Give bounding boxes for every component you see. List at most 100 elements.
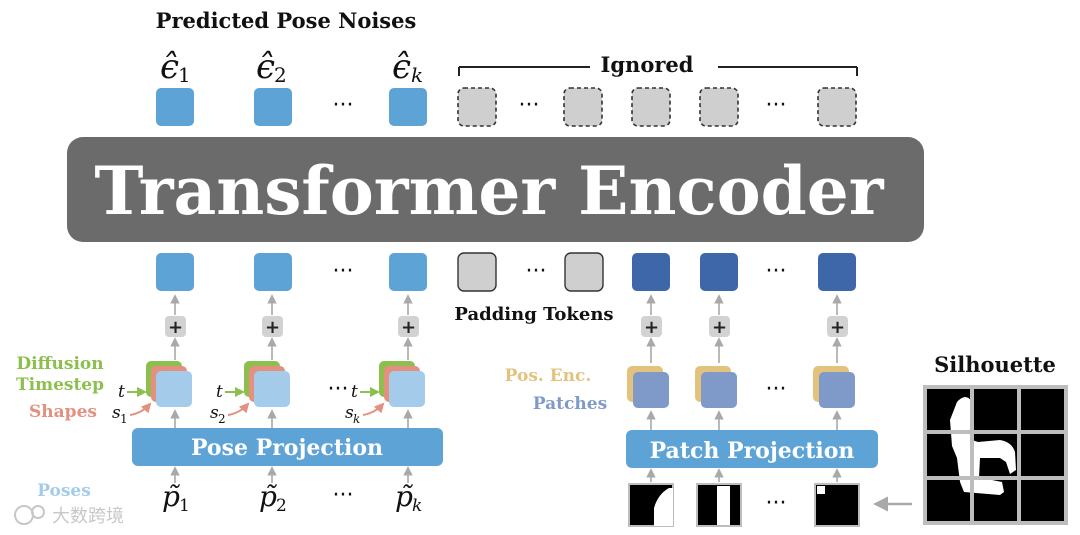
- noise-label-k: ϵ̂ k: [392, 47, 423, 87]
- plus-node-patch-2: +: [709, 316, 730, 338]
- input-pose-token-1: [156, 253, 194, 291]
- legend-diffusion-line2: Timestep: [16, 375, 104, 395]
- pose-input-k: p̃ k: [395, 480, 422, 516]
- silhouette-image: [923, 385, 1068, 525]
- padding-token-1: [457, 252, 497, 292]
- transformer-encoder-label: Transformer Encoder: [94, 152, 884, 230]
- padding-ellipsis: ···: [526, 259, 547, 284]
- plus-node-1: +: [165, 316, 186, 338]
- svg-text:1: 1: [178, 63, 191, 87]
- add-arrows: [170, 294, 842, 363]
- patch-embed-stack-1: [627, 366, 669, 408]
- pose-projection-arrows: [170, 409, 413, 483]
- svg-text:+: +: [401, 317, 416, 338]
- noise-label-2: ϵ̂ 2: [256, 47, 287, 87]
- patch-embed-stack-2: [695, 366, 737, 408]
- legend-shapes: Shapes: [29, 402, 97, 422]
- svg-text:t: t: [351, 382, 358, 402]
- noise-label-1: ϵ̂ 1: [160, 47, 191, 87]
- svg-text:p̃: p̃: [259, 480, 278, 513]
- svg-text:+: +: [265, 317, 280, 338]
- input-ellipsis-2: ···: [766, 259, 787, 284]
- patch-projection-block: [626, 430, 878, 468]
- output-token-1: [156, 88, 194, 126]
- input-pose-token-2: [254, 253, 292, 291]
- output-token-k: [389, 88, 427, 126]
- patch-projection-arrows: [646, 410, 842, 482]
- pose-projection-label: Pose Projection: [191, 435, 383, 461]
- predicted-pose-noises-title: Predicted Pose Noises: [156, 8, 417, 33]
- svg-text:p̃: p̃: [395, 480, 414, 513]
- padding-token-2: [564, 252, 604, 292]
- svg-text:ϵ̂: ϵ̂: [160, 47, 179, 87]
- output-token-2: [254, 88, 292, 126]
- input-ellipsis-1: ···: [333, 259, 354, 284]
- ignored-token-1: [457, 87, 497, 127]
- pose-projection-block: [132, 428, 443, 466]
- embed-ellipsis-1: ···: [328, 377, 349, 402]
- patch-embed-stack-k: [813, 366, 855, 408]
- pose-embed-stack-k: [379, 361, 425, 407]
- svg-text:t: t: [118, 382, 125, 402]
- svg-text:2: 2: [276, 496, 287, 516]
- watermark: 大数跨境: [14, 505, 124, 527]
- svg-text:2: 2: [218, 412, 226, 426]
- svg-text:k: k: [411, 63, 423, 87]
- ignored-token-4: [699, 87, 739, 127]
- plus-node-patch-k: +: [827, 316, 848, 338]
- timestep-input-1: t: [118, 382, 147, 402]
- legend-poses: Poses: [37, 481, 91, 501]
- pose-input-2: p̃ 2: [259, 480, 287, 516]
- timestep-input-k: t: [351, 382, 380, 402]
- plus-node-2: +: [262, 316, 283, 338]
- input-pose-token-k: [389, 253, 427, 291]
- shape-input-k: s k: [345, 402, 385, 426]
- shape-input-1: s 1: [112, 402, 152, 426]
- ignored-bracket: [458, 66, 858, 76]
- svg-text:1: 1: [179, 496, 190, 516]
- svg-text:s: s: [345, 403, 354, 423]
- svg-text:k: k: [353, 412, 360, 426]
- patch-projection-label: Patch Projection: [650, 438, 855, 464]
- ignored-label: Ignored: [601, 52, 694, 77]
- svg-text:+: +: [168, 317, 183, 338]
- legend-pos-enc: Pos. Enc.: [505, 366, 592, 386]
- timestep-input-2: t: [216, 382, 245, 402]
- output-ellipsis-1: ···: [333, 93, 354, 118]
- ignored-token-5: [817, 87, 857, 127]
- input-patch-token-1: [632, 253, 670, 291]
- plus-node-k: +: [398, 316, 419, 338]
- patch-embed-ellipsis: ···: [766, 377, 787, 402]
- silhouette-label: Silhouette: [934, 352, 1056, 377]
- ignored-ellipsis-2: ···: [766, 93, 787, 118]
- pose-input-ellipsis: ···: [333, 483, 354, 508]
- svg-text:+: +: [644, 317, 659, 338]
- svg-text:s: s: [112, 403, 121, 423]
- svg-text:t: t: [216, 382, 223, 402]
- patch-image-2: [696, 483, 742, 527]
- legend-patches: Patches: [533, 394, 607, 414]
- input-patch-token-2: [700, 253, 738, 291]
- ignored-token-2: [563, 87, 603, 127]
- svg-text:ϵ̂: ϵ̂: [392, 47, 411, 87]
- padding-tokens-label: Padding Tokens: [454, 304, 613, 325]
- svg-text:1: 1: [120, 412, 128, 426]
- watermark-logo-icon: [14, 505, 34, 525]
- svg-text:+: +: [712, 317, 727, 338]
- svg-text:ϵ̂: ϵ̂: [256, 47, 275, 87]
- shape-input-2: s 2: [210, 402, 250, 426]
- pose-embed-stack-2: [244, 361, 290, 407]
- pose-embed-stack-1: [146, 361, 192, 407]
- svg-text:s: s: [210, 403, 219, 423]
- legend-diffusion-line1: Diffusion: [16, 354, 103, 374]
- svg-text:+: +: [830, 317, 845, 338]
- transformer-encoder-block: [67, 137, 924, 242]
- svg-text:大数跨境: 大数跨境: [52, 506, 124, 527]
- input-patch-token-k: [818, 253, 856, 291]
- svg-text:p̃: p̃: [162, 480, 181, 513]
- ignored-token-3: [631, 87, 671, 127]
- plus-node-patch-1: +: [641, 316, 662, 338]
- svg-text:2: 2: [274, 63, 287, 87]
- patch-image-ellipsis: ···: [766, 491, 787, 516]
